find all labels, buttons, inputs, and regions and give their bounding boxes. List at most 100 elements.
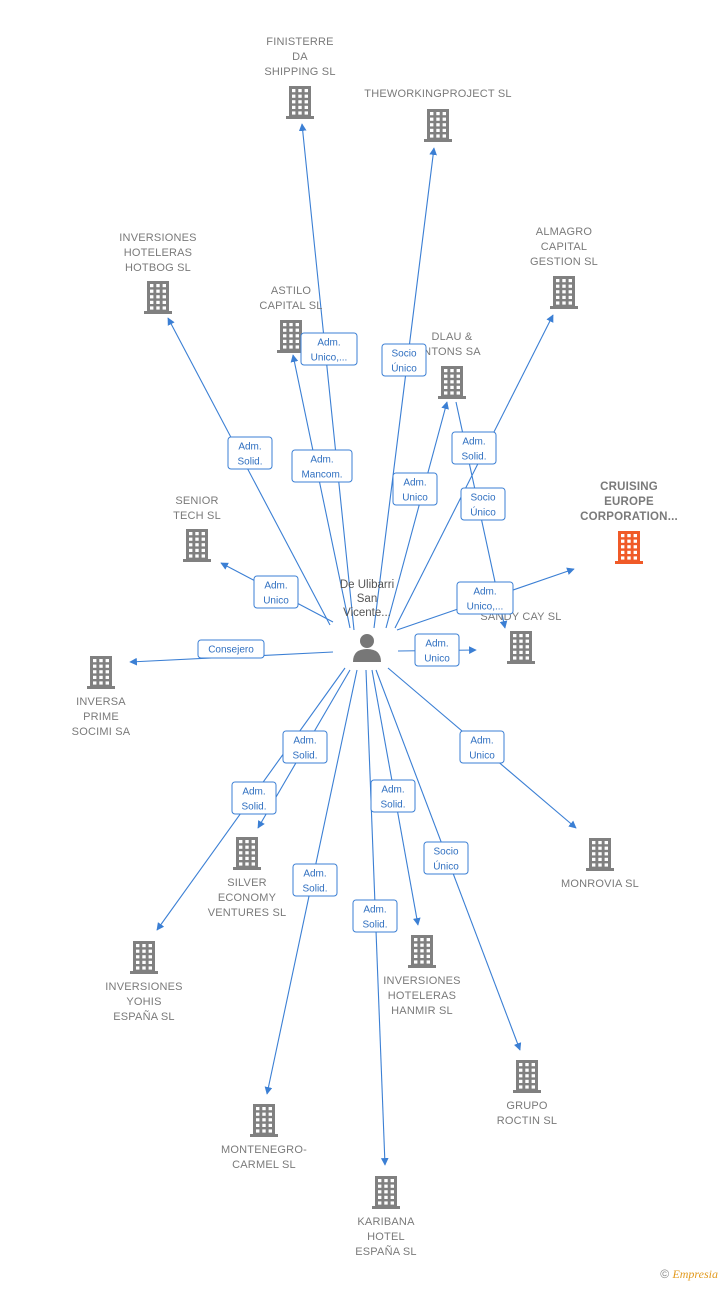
footer-brand[interactable]: © Empresia xyxy=(660,1267,718,1282)
building-icon[interactable] xyxy=(424,109,452,142)
building-icon[interactable] xyxy=(233,837,261,870)
relation-label-text: Solid. xyxy=(292,751,317,762)
company-name: MONTENEGRO- xyxy=(221,1144,307,1156)
building-icon[interactable] xyxy=(286,86,314,119)
relation-label[interactable]: Adm.Solid. xyxy=(227,436,273,470)
relation-label-text: Unico,... xyxy=(311,353,348,364)
copyright-symbol: © xyxy=(660,1267,670,1281)
relation-label-text: Unico xyxy=(402,493,428,504)
company-name: HOTELERAS xyxy=(124,247,192,259)
relation-label[interactable]: Adm.Unico xyxy=(414,633,460,667)
company-name: VENTURES SL xyxy=(208,907,287,919)
company-name: PRIME xyxy=(83,711,119,723)
person-name: De Ulibarri xyxy=(340,579,394,591)
company-name: CAPITAL SL xyxy=(259,300,322,312)
relation-label[interactable]: Adm. Mancom. xyxy=(291,449,353,483)
building-icon[interactable] xyxy=(144,281,172,314)
edges-layer xyxy=(129,123,577,1166)
building-icon[interactable] xyxy=(586,838,614,871)
company-name: HOTELERAS xyxy=(388,990,456,1002)
relation-label[interactable]: Adm.Solid. xyxy=(292,863,338,897)
relation-label-text: Adm. xyxy=(242,787,265,798)
company-name: KARIBANA xyxy=(357,1216,415,1228)
relation-label-text: Consejero xyxy=(208,645,254,656)
company-node-sandy[interactable]: SANDY CAY SL xyxy=(480,611,561,664)
building-icon[interactable] xyxy=(87,656,115,689)
relation-label[interactable]: Adm.Solid. xyxy=(282,730,328,764)
building-icon[interactable] xyxy=(550,276,578,309)
building-icon[interactable] xyxy=(438,366,466,399)
building-icon[interactable] xyxy=(183,529,211,562)
building-icon[interactable] xyxy=(250,1104,278,1137)
edge-astilo xyxy=(290,354,351,629)
relation-label[interactable]: Adm.Solid. xyxy=(451,431,497,465)
person-icon[interactable] xyxy=(353,634,381,662)
relation-label[interactable]: Consejero xyxy=(197,639,265,659)
company-node-dlau[interactable]: DLAU &NTONS SA xyxy=(423,331,481,399)
relation-label-text: Mancom. xyxy=(301,470,342,481)
relation-label-text: Solid. xyxy=(362,920,387,931)
edge-dlau xyxy=(385,401,449,629)
building-icon[interactable] xyxy=(372,1176,400,1209)
relation-label-text: Socio xyxy=(470,493,495,504)
relation-label-text: Único xyxy=(470,506,496,519)
building-icon[interactable] xyxy=(277,320,305,353)
company-name: ESPAÑA SL xyxy=(113,1010,175,1023)
relation-label[interactable]: Adm.Unico xyxy=(392,472,438,506)
company-name: THEWORKINGPROJECT SL xyxy=(364,88,511,100)
relation-label-text: Adm. xyxy=(462,437,485,448)
company-name: INVERSIONES xyxy=(119,232,196,244)
building-icon[interactable] xyxy=(615,531,643,564)
building-icon[interactable] xyxy=(507,631,535,664)
relation-label[interactable]: Adm.Solid. xyxy=(231,781,277,815)
company-node-theworking[interactable]: THEWORKINGPROJECT SL xyxy=(364,88,512,142)
relation-label[interactable]: Adm. Solid. xyxy=(352,899,398,933)
brand-logo: Empresia xyxy=(672,1267,718,1281)
relation-label-text: Único xyxy=(433,860,459,873)
company-name: NTONS SA xyxy=(423,346,481,358)
edge-hotbog xyxy=(167,317,331,626)
company-name: CORPORATION... xyxy=(580,511,678,523)
relation-label-text: Adm. xyxy=(264,581,287,592)
building-icon[interactable] xyxy=(408,935,436,968)
company-name: SOCIMI SA xyxy=(72,726,131,738)
building-icon[interactable] xyxy=(130,941,158,974)
relation-label-text: Unico xyxy=(263,596,289,607)
building-icon[interactable] xyxy=(513,1060,541,1093)
relation-label[interactable]: Adm.Unico xyxy=(459,730,505,764)
relation-label-text: Solid. xyxy=(380,800,405,811)
person-node[interactable]: De UlibarriSanVicente... xyxy=(340,579,394,662)
relation-labels-layer: Adm.Unico,...SocioÚnicoAdm.Solid.Adm.Man… xyxy=(197,332,514,933)
company-name: YOHIS xyxy=(126,996,161,1008)
relation-label[interactable]: Adm.Solid. xyxy=(370,779,416,813)
relation-label-text: Adm. xyxy=(473,587,496,598)
relation-label[interactable]: Adm. Unico,... xyxy=(300,332,358,366)
company-node-montenegro[interactable]: MONTENEGRO-CARMEL SL xyxy=(221,1104,307,1171)
relation-label-text: Adm. xyxy=(317,338,340,349)
company-node-monrovia[interactable]: MONROVIA SL xyxy=(561,838,639,890)
relation-label-text: Adm. xyxy=(310,455,333,466)
relation-label[interactable]: Adm.Unico,... xyxy=(456,581,514,615)
relation-label-text: Adm. xyxy=(363,905,386,916)
company-node-cruising[interactable]: CRUISINGEUROPECORPORATION... xyxy=(580,481,678,564)
relation-label-text: Solid. xyxy=(302,884,327,895)
company-name: HANMIR SL xyxy=(391,1005,453,1017)
company-name: DA xyxy=(292,51,308,63)
relation-label[interactable]: Adm. Unico xyxy=(253,575,299,609)
